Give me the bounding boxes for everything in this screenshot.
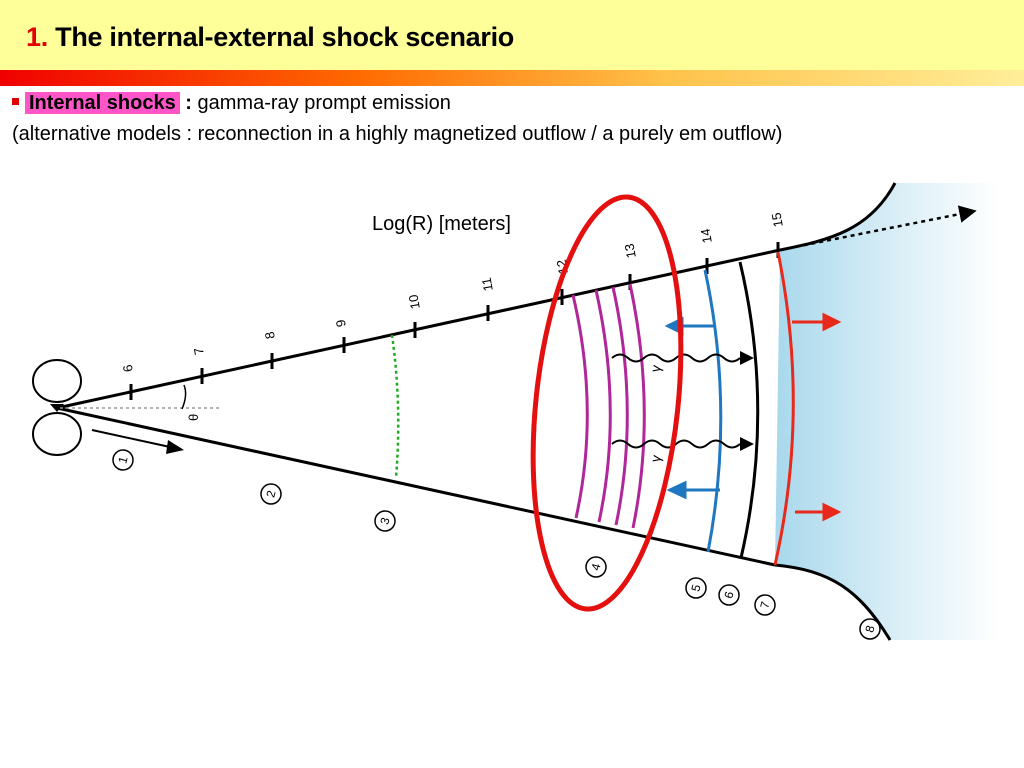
title-bar	[0, 0, 1024, 70]
tick-label-11: 11	[479, 276, 496, 292]
bullet-square-icon	[12, 98, 19, 105]
bullet-rest: gamma-ray prompt emission	[197, 92, 451, 114]
gamma-label-upper: γ	[647, 364, 664, 374]
tick-label-7: 7	[191, 346, 207, 356]
stage-marker-6	[718, 584, 740, 606]
external-medium-region	[775, 183, 1000, 640]
jet-upper-edge	[56, 248, 781, 410]
photosphere-line	[390, 334, 400, 479]
stage-label-2: 2	[263, 489, 278, 499]
stage-marker-5	[685, 577, 707, 599]
stage-label-1: 1	[115, 455, 130, 465]
stage-marker-3	[374, 510, 396, 532]
contact-discontinuity-line	[738, 261, 760, 559]
stage-markers	[112, 449, 881, 640]
stage-marker-7	[754, 594, 776, 616]
tick-label-14: 14	[698, 227, 715, 244]
title-underline	[0, 70, 1024, 86]
stage-label-6: 6	[721, 590, 736, 600]
stage-label-5: 5	[688, 583, 703, 593]
jet-lower-edge	[56, 406, 776, 567]
stage-label-3: 3	[377, 516, 392, 526]
outflow-arrow-head	[166, 440, 184, 454]
title-text: The internal-external shock scenario	[55, 22, 514, 52]
stage-label-4: 4	[588, 562, 603, 572]
theta-label: θ	[186, 414, 201, 421]
forward-shock-arrows	[792, 312, 842, 522]
bullet-colon: :	[185, 92, 192, 114]
tick-label-9: 9	[333, 318, 349, 328]
internal-shock-shells	[571, 283, 646, 529]
jet-lower-flare	[774, 563, 892, 641]
alternative-models-text: (alternative models : reconnection in a …	[12, 123, 783, 145]
forward-shock-line	[773, 251, 795, 566]
internal-shocks-highlight-ellipse	[530, 194, 684, 612]
axis-label: Log(R) [meters]	[372, 213, 511, 235]
title-number: 1.	[26, 22, 48, 52]
stage-label-8: 8	[862, 624, 877, 634]
tick-label-8: 8	[262, 330, 278, 340]
theta-arc	[181, 384, 187, 410]
tick-label-15: 15	[769, 211, 786, 228]
slide-title: 1. The internal-external shock scenario	[26, 22, 514, 53]
reverse-shock-line	[703, 269, 723, 553]
stage-marker-1	[112, 449, 134, 471]
stage-marker-4	[585, 556, 607, 578]
bullet-internal-shocks: Internal shocks : gamma-ray prompt emiss…	[12, 92, 451, 115]
stage-label-7: 7	[757, 600, 772, 610]
jet-direction-arrow	[779, 205, 977, 252]
tick-label-6: 6	[120, 363, 136, 373]
outflow-arrow	[91, 429, 171, 448]
tick-label-13: 13	[622, 242, 639, 259]
gamma-label-lower: γ	[647, 454, 664, 464]
stage-marker-2	[260, 483, 282, 505]
stage-marker-8	[859, 618, 881, 640]
gamma-photon-lower	[611, 437, 754, 451]
tick-label-10: 10	[406, 293, 423, 310]
internal-shocks-highlight: Internal shocks	[25, 92, 180, 114]
gamma-photon-upper	[611, 351, 754, 365]
